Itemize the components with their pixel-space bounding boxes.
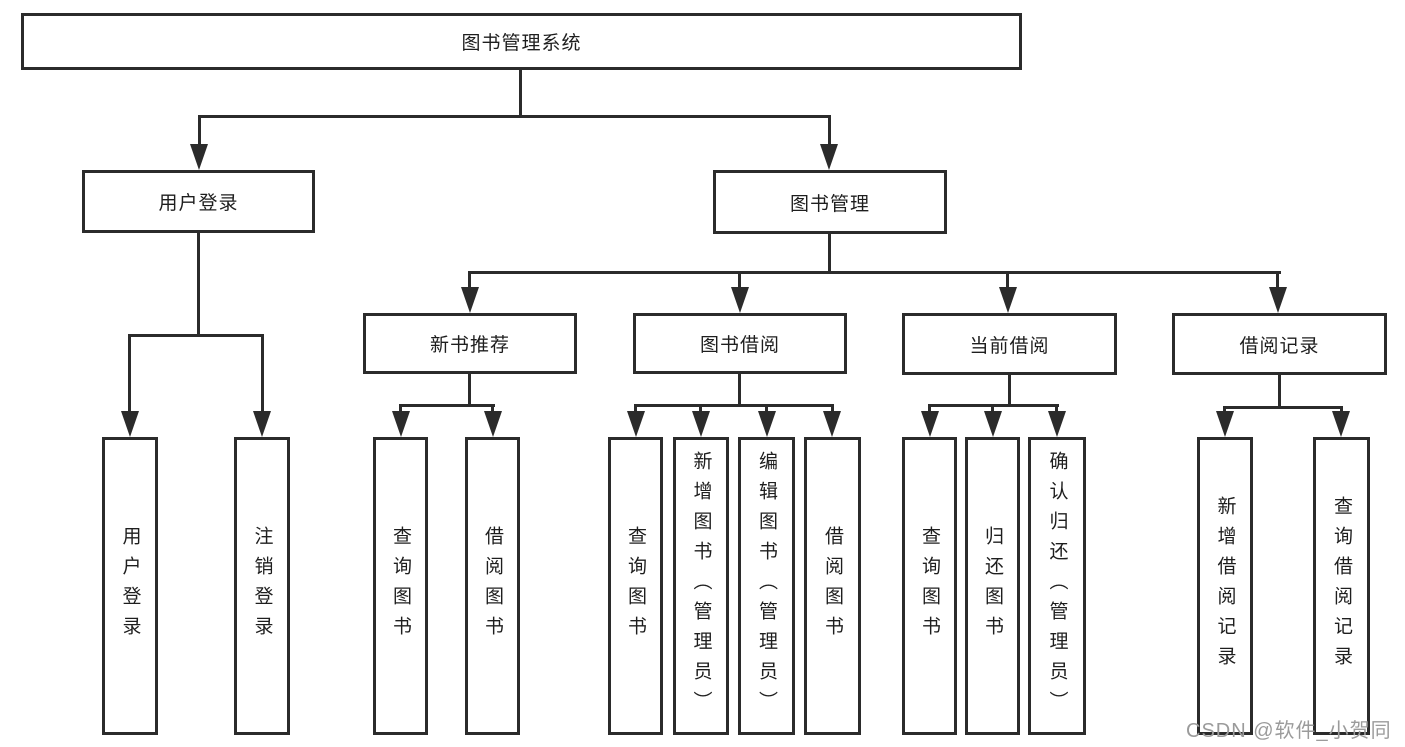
- connector-line: [738, 374, 741, 407]
- connector-line: [1278, 375, 1281, 409]
- node-new-book-recommendation: 新书推荐: [363, 313, 577, 374]
- arrow-down-icon: [392, 411, 410, 437]
- connector-line: [1276, 271, 1279, 291]
- connector-line: [634, 404, 637, 416]
- connector-line: [828, 115, 831, 149]
- connector-line: [634, 404, 834, 407]
- arrow-down-icon: [253, 411, 271, 437]
- connector-line: [468, 271, 1281, 274]
- connector-line: [519, 69, 522, 118]
- connector-line: [198, 115, 831, 118]
- connector-line: [1006, 271, 1009, 291]
- leaf-user-login: 用户登录: [102, 437, 158, 735]
- connector-line: [699, 404, 702, 416]
- arrow-down-icon: [1332, 411, 1350, 437]
- node-library-system: 图书管理系统: [21, 13, 1022, 70]
- leaf-query-books-current: 查询图书: [902, 437, 957, 735]
- connector-line: [261, 334, 264, 416]
- leaf-borrow-books-recommend: 借阅图书: [465, 437, 520, 735]
- leaf-add-book-admin: 新增图书（管理员）: [673, 437, 729, 735]
- connector-line: [765, 404, 768, 416]
- arrow-down-icon: [758, 411, 776, 437]
- connector-line: [197, 233, 200, 337]
- arrow-down-icon: [692, 411, 710, 437]
- leaf-logout: 注销登录: [234, 437, 290, 735]
- connector-line: [399, 404, 402, 416]
- watermark: CSDN @软件_小贺同学: [1186, 720, 1392, 742]
- leaf-add-borrow-record: 新增借阅记录: [1197, 437, 1253, 735]
- connector-line: [128, 334, 131, 416]
- connector-line: [491, 404, 494, 416]
- connector-line: [1008, 375, 1011, 407]
- connector-line: [128, 334, 264, 337]
- arrow-down-icon: [731, 287, 749, 313]
- arrow-down-icon: [484, 411, 502, 437]
- node-user-login: 用户登录: [82, 170, 315, 233]
- connector-line: [831, 404, 834, 416]
- node-borrowing-records: 借阅记录: [1172, 313, 1387, 375]
- leaf-return-books: 归还图书: [965, 437, 1020, 735]
- connector-line: [928, 404, 931, 416]
- arrow-down-icon: [823, 411, 841, 437]
- node-current-borrowing: 当前借阅: [902, 313, 1117, 375]
- leaf-confirm-return-admin: 确认归还（管理员）: [1028, 437, 1086, 735]
- connector-line: [1223, 406, 1343, 409]
- connector-line: [399, 404, 495, 407]
- arrow-down-icon: [121, 411, 139, 437]
- node-book-management: 图书管理: [713, 170, 947, 234]
- connector-line: [828, 234, 831, 274]
- arrow-down-icon: [921, 411, 939, 437]
- connector-line: [198, 115, 201, 149]
- arrow-down-icon: [820, 144, 838, 170]
- arrow-down-icon: [1269, 287, 1287, 313]
- connector-line: [738, 271, 741, 291]
- arrow-down-icon: [627, 411, 645, 437]
- leaf-query-books-borrowing: 查询图书: [608, 437, 663, 735]
- leaf-query-borrow-record: 查询借阅记录: [1313, 437, 1370, 735]
- node-book-borrowing: 图书借阅: [633, 313, 847, 374]
- leaf-edit-book-admin: 编辑图书（管理员）: [738, 437, 795, 735]
- connector-line: [468, 374, 471, 407]
- arrow-down-icon: [1048, 411, 1066, 437]
- arrow-down-icon: [461, 287, 479, 313]
- arrow-down-icon: [999, 287, 1017, 313]
- connector-line: [991, 404, 994, 416]
- arrow-down-icon: [190, 144, 208, 170]
- leaf-query-books-recommend: 查询图书: [373, 437, 428, 735]
- connector-line: [1055, 404, 1058, 416]
- leaf-borrow-books-borrowing: 借阅图书: [804, 437, 861, 735]
- connector-line: [468, 271, 471, 291]
- arrow-down-icon: [1216, 411, 1234, 437]
- arrow-down-icon: [984, 411, 1002, 437]
